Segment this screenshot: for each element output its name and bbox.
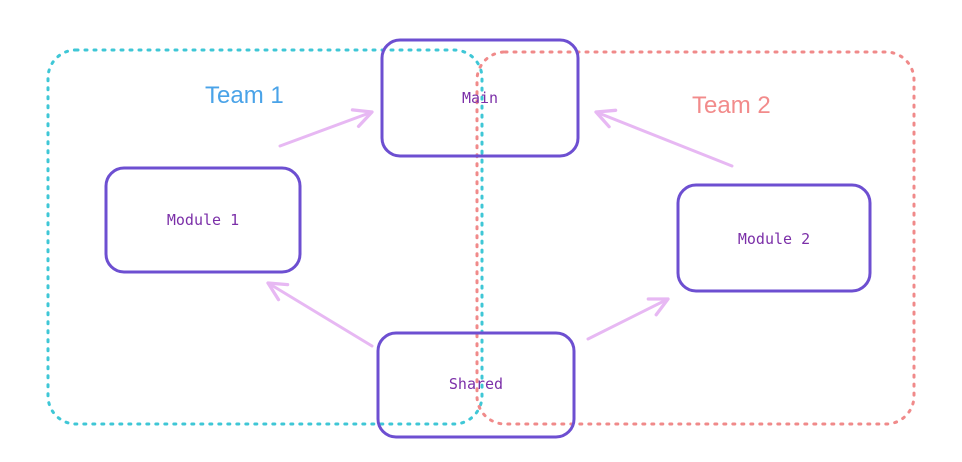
- edge-module2-to-main: [594, 108, 734, 168]
- node-shared-label: Shared: [449, 375, 503, 393]
- node-shared[interactable]: Shared: [376, 331, 576, 439]
- edge-shared-to-module2: [586, 297, 670, 341]
- edge-shared-to-module1: [266, 281, 374, 348]
- node-module-2[interactable]: Module 2: [676, 183, 872, 293]
- edges: [266, 108, 734, 348]
- team-1-boundary: [46, 48, 484, 426]
- node-module-2-label: Module 2: [738, 230, 810, 248]
- edge-module1-to-main: [278, 108, 374, 148]
- team-1-label: Team 1: [205, 82, 284, 109]
- node-main-label: Main: [462, 89, 498, 107]
- team-2-label: Team 2: [692, 92, 771, 119]
- node-main[interactable]: Main: [380, 38, 580, 158]
- team-2-boundary: [475, 50, 916, 426]
- node-module-1[interactable]: Module 1: [104, 166, 302, 274]
- node-module-1-label: Module 1: [167, 211, 239, 229]
